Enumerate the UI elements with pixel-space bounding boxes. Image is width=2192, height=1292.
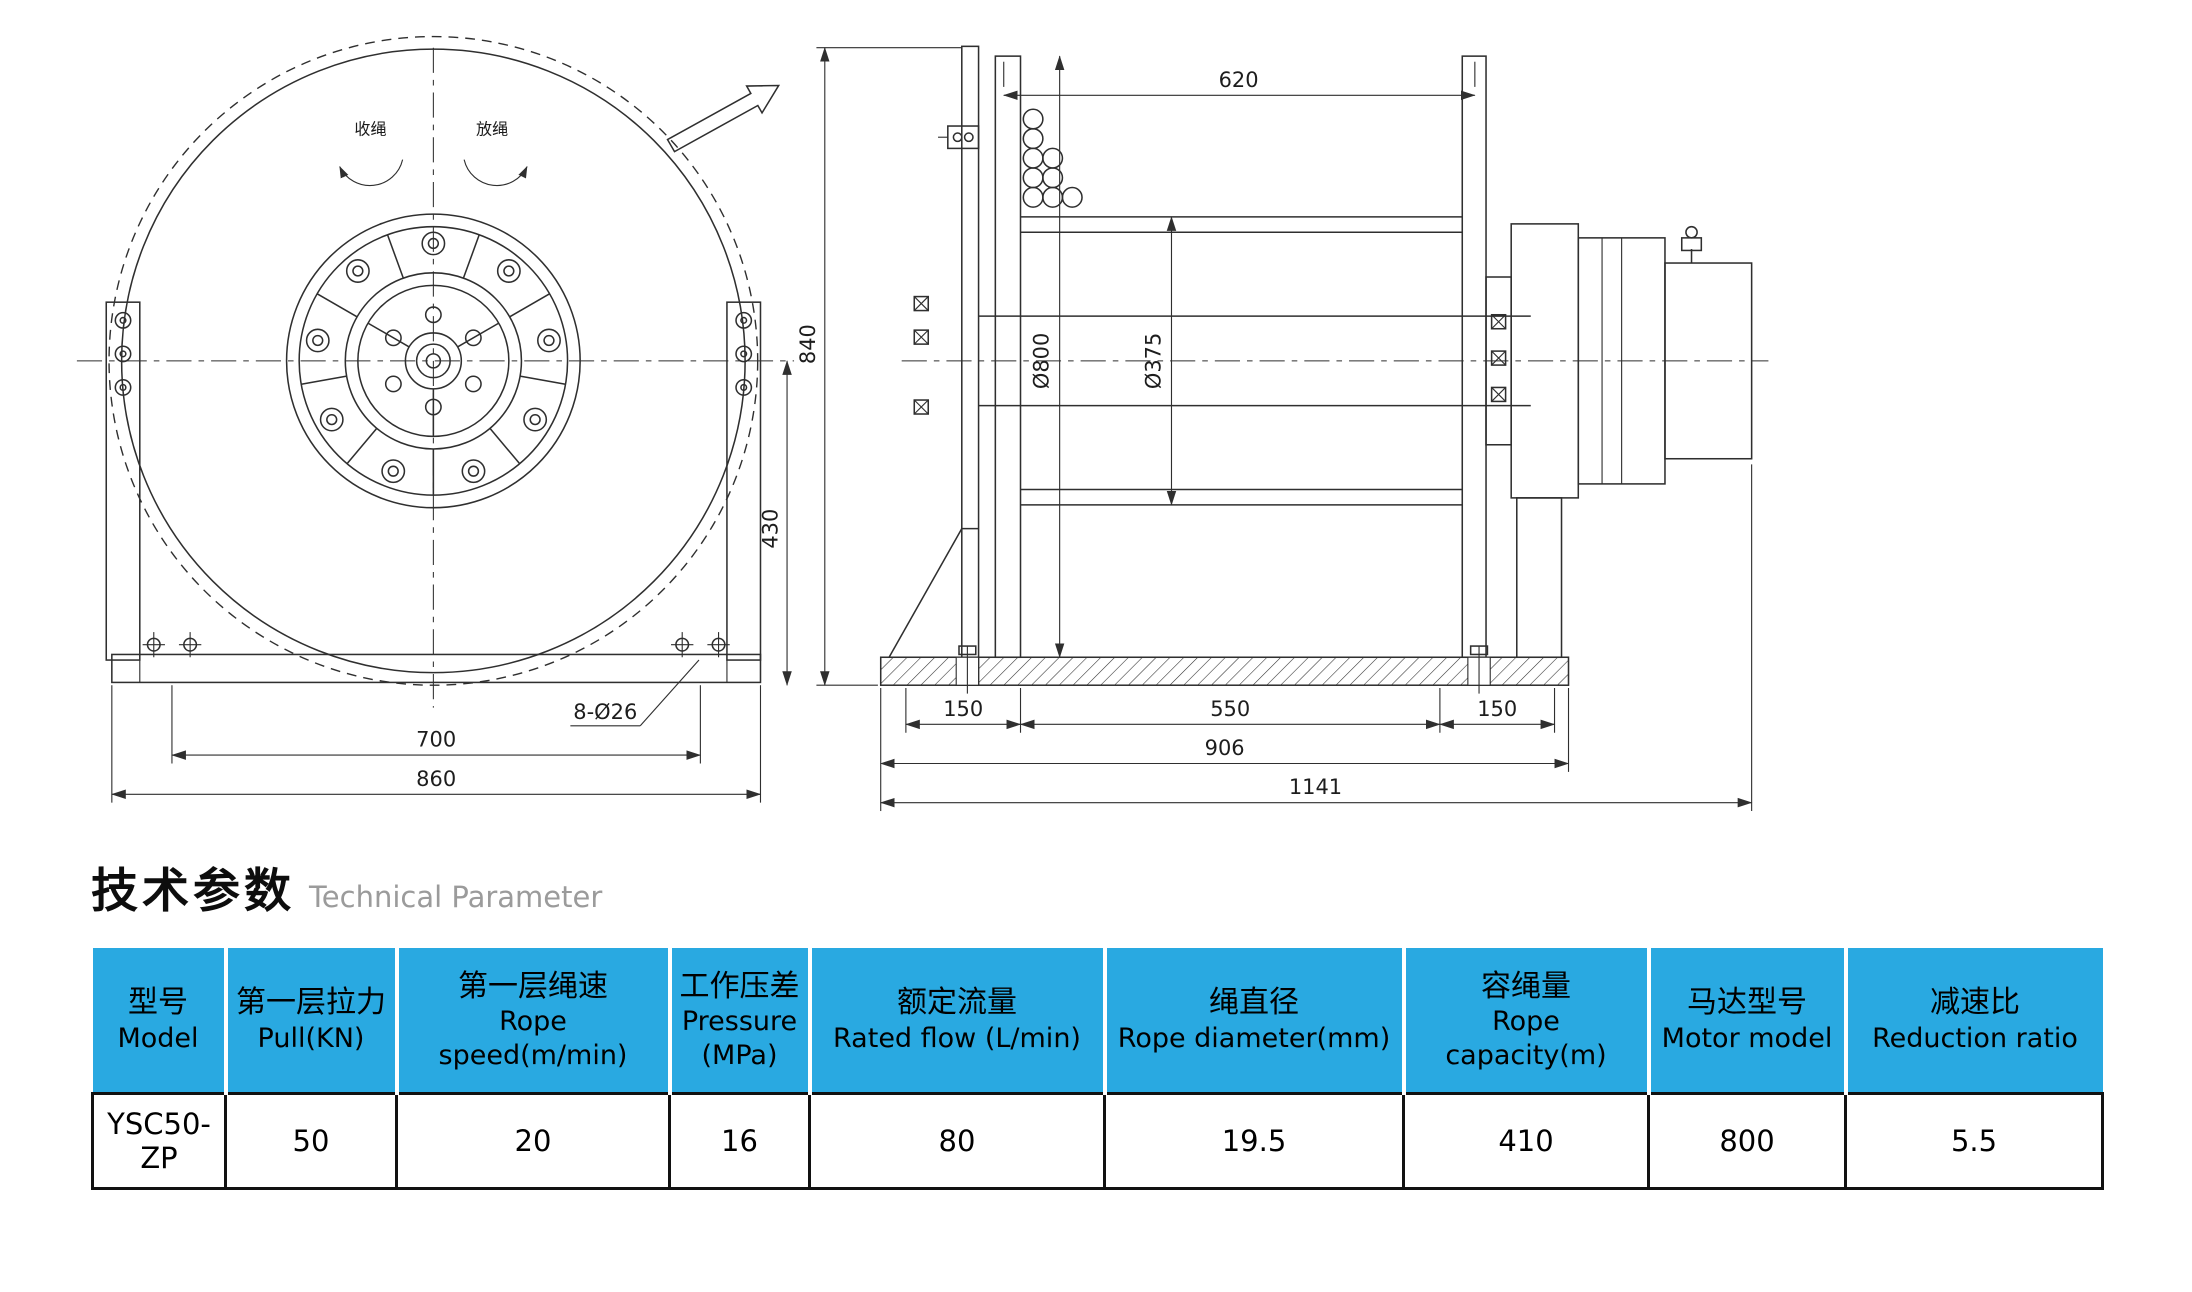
cell-rope-capacity: 410 [1402,1092,1650,1190]
col-header-model-en: Model [117,1022,199,1054]
col-header-rope-capacity-zh: 容绳量 [1481,968,1571,1004]
cell-rated-flow: 80 [808,1092,1106,1190]
col-header-model: 型号 Model [92,948,226,1094]
section-title-zh: 技术参数 [91,864,295,919]
direction-arrow-icon [666,84,781,153]
dim-bolt-span-700: 700 [416,728,456,752]
dim-left-offset-150: 150 [943,697,983,721]
header-row: 型号 Model 第一层拉力 Pull(KN) 第一层绳速 Rope speed… [92,948,2103,1094]
take-up-arrow-icon [339,159,404,187]
col-header-rated-flow-zh: 额定流量 [897,985,1017,1021]
dim-drum-diameter-375: Ø375 [1141,333,1165,390]
cell-pull: 50 [224,1092,398,1190]
col-header-rated-flow: 额定流量 Rated flow (L/min) [807,948,1105,1094]
cell-rope-diameter: 19.5 [1103,1092,1405,1190]
section-title: 技术参数 Technical Parameter [91,852,602,921]
col-header-rope-diameter: 绳直径 Rope diameter(mm) [1102,948,1404,1094]
col-header-rated-flow-en: Rated flow (L/min) [833,1022,1081,1054]
dim-total-length-1141: 1141 [1289,775,1342,799]
dim-mounting-holes: 8-Ø26 [573,700,637,724]
front-view: 收绳 放绳 700 860 8-Ø26 [76,35,795,803]
dim-base-width-860: 860 [416,767,456,791]
rope-pay-out-label: 放绳 [476,119,508,138]
cell-rope-speed: 20 [395,1092,671,1190]
dim-total-height-840: 840 [796,324,820,364]
col-header-rope-capacity-en: Rope capacity(m) [1445,1006,1607,1071]
section-title-en: Technical Parameter [309,880,603,914]
cell-pressure: 16 [668,1092,811,1190]
col-header-motor-model-zh: 马达型号 [1687,985,1807,1021]
hub-assembly [285,213,581,509]
col-header-rope-diameter-en: Rope diameter(mm) [1117,1022,1391,1054]
side-view: 620 Ø800 Ø375 150 550 150 906 1141 [879,45,1769,812]
data-row: YSC50-ZP 50 20 16 80 19.5 410 800 5.5 [91,1092,2104,1190]
dim-base-length-906: 906 [1205,736,1245,760]
dim-drum-width-620: 620 [1219,68,1259,92]
col-header-pull-zh: 第一层拉力 [236,985,386,1021]
dim-right-offset-150: 150 [1477,697,1517,721]
col-header-pressure-en: Pressure (MPa) [681,1006,798,1071]
col-header-reduction-ratio-zh: 减速比 [1930,985,2020,1021]
col-header-rope-capacity: 容绳量 Rope capacity(m) [1401,948,1649,1094]
technical-drawing: 收绳 放绳 700 860 8-Ø26 840 [76,35,1769,812]
col-header-pressure-zh: 工作压差 [679,968,800,1004]
dim-flange-diameter-800: Ø800 [1029,333,1053,390]
col-header-rope-speed-en: Rope speed(m/min) [438,1006,628,1071]
technical-parameter-table: 型号 Model 第一层拉力 Pull(KN) 第一层绳速 Rope speed… [91,948,2104,1190]
height-dimensions: 840 430 [758,47,962,686]
col-header-motor-model-en: Motor model [1661,1022,1833,1054]
col-header-rope-diameter-zh: 绳直径 [1209,985,1299,1021]
dim-center-height-430: 430 [758,509,782,549]
col-header-reduction-ratio-en: Reduction ratio [1872,1022,2078,1054]
col-header-model-zh: 型号 [128,985,188,1021]
col-header-rope-speed-zh: 第一层绳速 [458,968,608,1004]
cell-reduction-ratio: 5.5 [1844,1092,2104,1190]
col-header-rope-speed: 第一层绳速 Rope speed(m/min) [394,948,670,1094]
rope-take-up-label: 收绳 [354,119,386,138]
dim-bolt-span-550: 550 [1210,697,1250,721]
col-header-pull-en: Pull(KN) [257,1022,365,1054]
pay-out-arrow-icon [463,159,528,187]
cell-model: YSC50-ZP [91,1092,227,1190]
col-header-reduction-ratio: 减速比 Reduction ratio [1843,948,2103,1094]
col-header-pull: 第一层拉力 Pull(KN) [223,948,397,1094]
col-header-motor-model: 马达型号 Motor model [1646,948,1846,1094]
col-header-pressure: 工作压差 Pressure (MPa) [667,948,810,1094]
cell-motor-model: 800 [1647,1092,1847,1190]
